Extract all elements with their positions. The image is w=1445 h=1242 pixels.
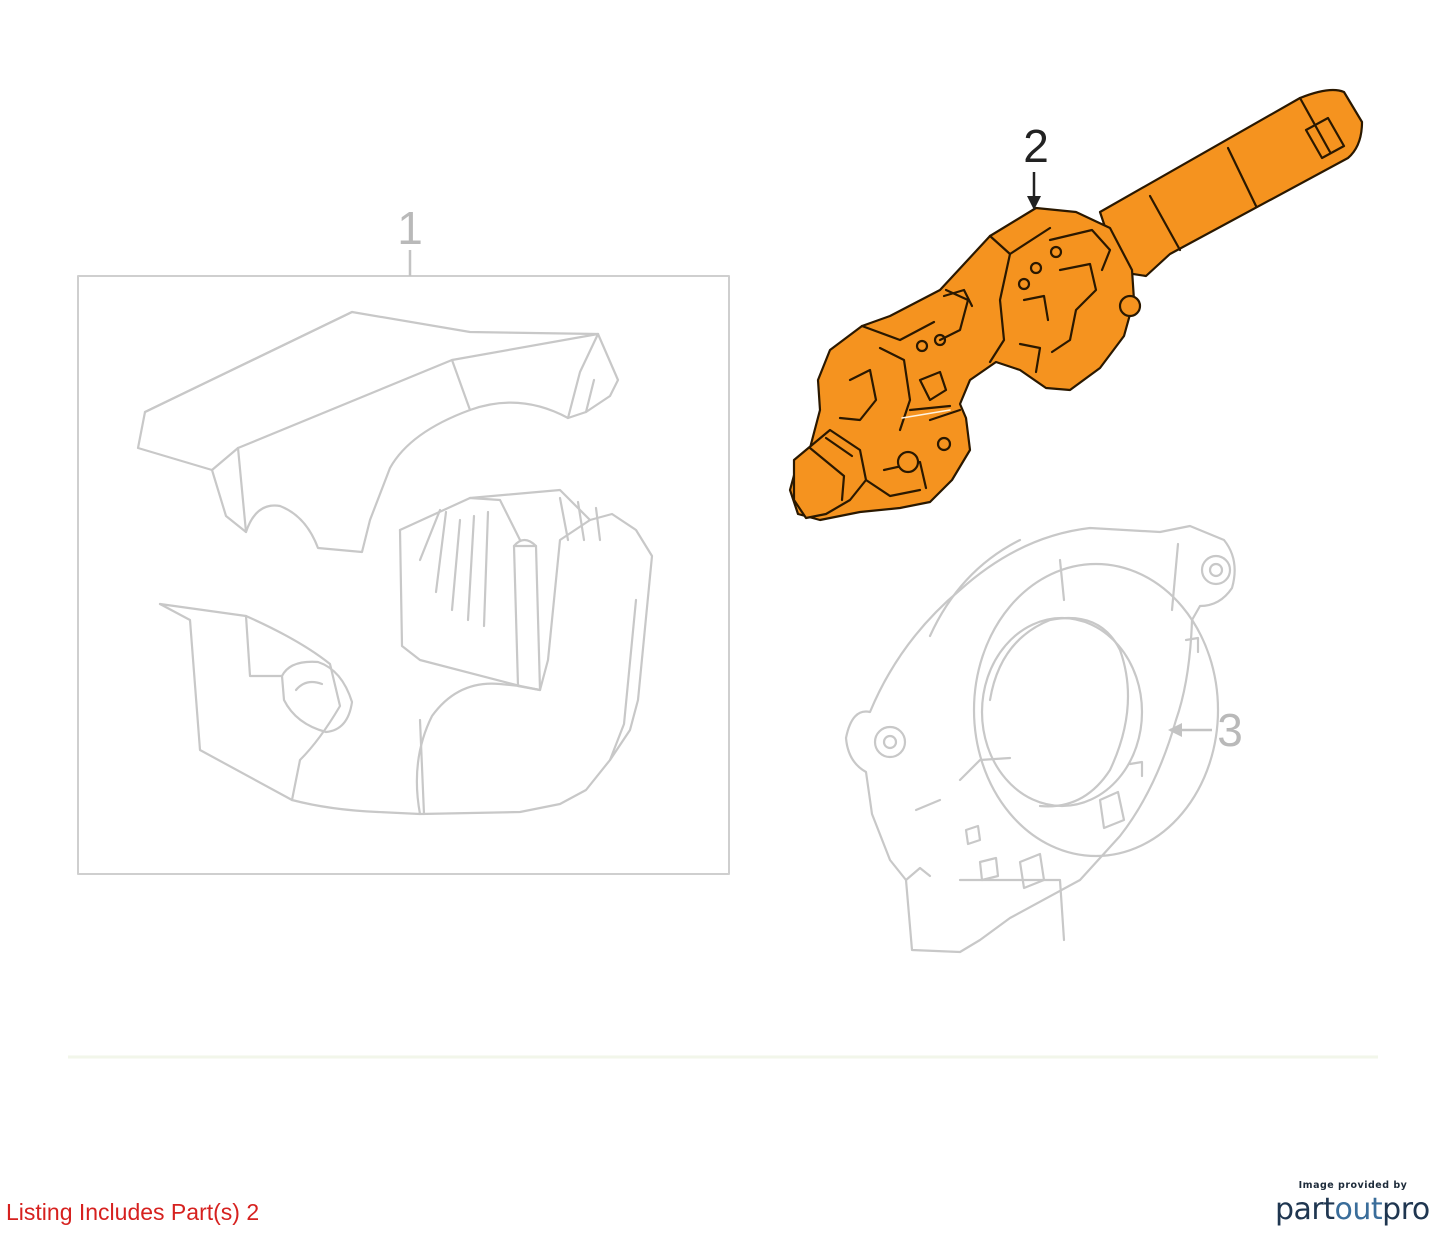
provider-credit: Image provided by partoutpro	[1275, 1180, 1430, 1227]
part-2-combination-switch	[788, 88, 1364, 522]
callout-3-arrowhead	[1168, 723, 1182, 737]
callout-2-number: 2	[1023, 120, 1049, 172]
callout-2-arrowhead	[1027, 196, 1041, 210]
part-1-column-cover	[77, 275, 730, 875]
listing-note: Listing Includes Part(s) 2	[6, 1199, 260, 1225]
logo-out: out	[1334, 1192, 1383, 1227]
partoutpro-logo: partoutpro	[1275, 1192, 1430, 1227]
logo-pro: pro	[1382, 1192, 1430, 1227]
part-1-frame	[77, 275, 730, 875]
part-3-clock-spring	[844, 524, 1236, 954]
callout-1-number: 1	[397, 202, 423, 254]
logo-part: part	[1275, 1192, 1335, 1227]
callout-3-number: 3	[1217, 704, 1243, 756]
provider-caption: Image provided by	[1298, 1180, 1408, 1191]
